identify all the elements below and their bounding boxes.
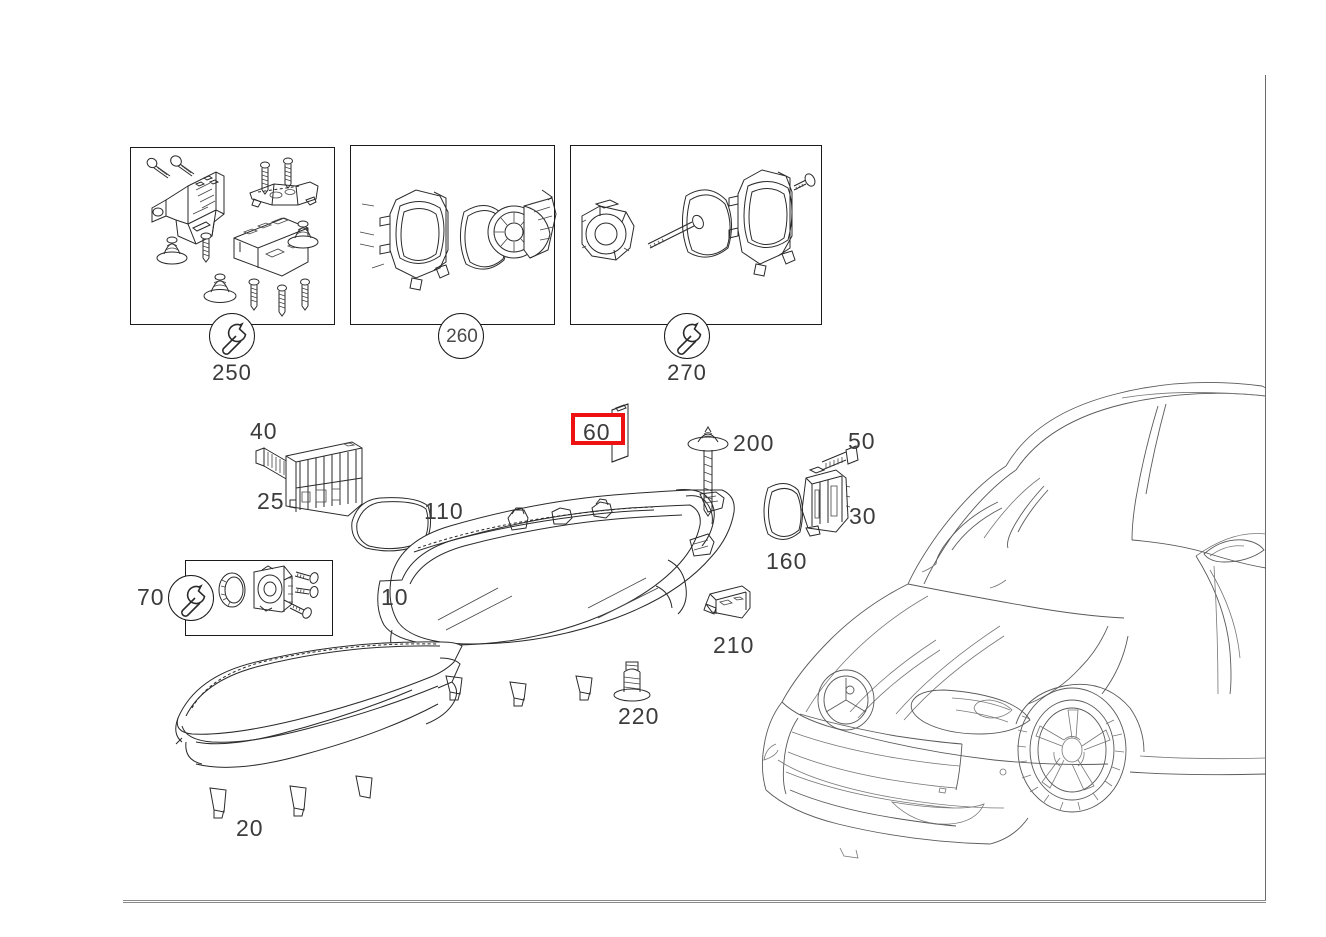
- part-40-bolt: [255, 447, 289, 481]
- part-210-clip: [703, 585, 751, 619]
- wrench-icon: [677, 322, 702, 355]
- detail-marker-260-number: 260: [446, 326, 478, 347]
- part-200-screw: [687, 426, 729, 517]
- detail-marker-260[interactable]: 260: [438, 313, 484, 359]
- detail-box-250[interactable]: [130, 147, 335, 325]
- label-40: 40: [250, 418, 278, 444]
- detail-box-270[interactable]: [570, 145, 822, 325]
- label-200: 200: [733, 430, 775, 456]
- label-30: 30: [849, 503, 877, 529]
- part-30-module: [801, 466, 851, 537]
- label-25: 25: [257, 488, 285, 514]
- detail-box-260[interactable]: [350, 145, 555, 325]
- wrench-icon: [181, 584, 206, 617]
- label-160: 160: [766, 548, 808, 574]
- detail-label-250: 250: [212, 360, 252, 385]
- part-25-module: [285, 441, 363, 517]
- label-220: 220: [618, 703, 660, 729]
- label-20: 20: [236, 815, 264, 841]
- label-10: 10: [381, 584, 409, 610]
- vehicle-illustration: [761, 381, 1267, 859]
- part-160-seal: [763, 483, 804, 540]
- part-220-screw: [613, 661, 651, 702]
- label-110: 110: [424, 498, 464, 524]
- detail-marker-70[interactable]: [168, 575, 214, 621]
- highlighted-part-60-box[interactable]: 60: [571, 413, 625, 445]
- label-70: 70: [137, 584, 165, 610]
- highlighted-part-60-number: 60: [583, 419, 611, 445]
- detail-marker-250[interactable]: [209, 313, 255, 359]
- detail-marker-270[interactable]: [664, 313, 710, 359]
- label-210: 210: [713, 632, 755, 658]
- part-110-seal: [351, 497, 432, 552]
- detail-label-270: 270: [667, 360, 707, 385]
- page-frame-bottom-rule: [123, 900, 1266, 903]
- part-20-bezel: [175, 641, 463, 819]
- label-50: 50: [848, 428, 876, 454]
- page-frame-right-rule: [1265, 75, 1266, 903]
- wrench-icon: [222, 322, 247, 355]
